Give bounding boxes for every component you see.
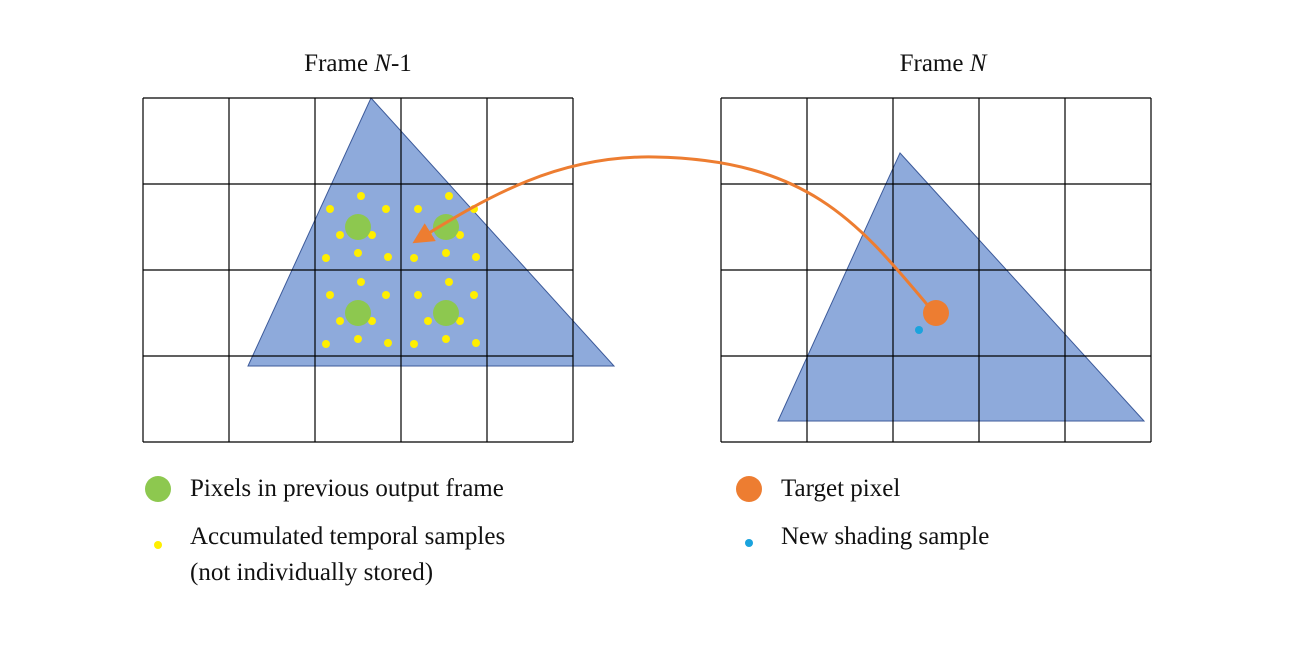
reprojection-arrow [412, 155, 932, 309]
right-title-var: N [969, 50, 987, 77]
temporal-sample [384, 339, 392, 347]
temporal-sample [384, 253, 392, 261]
legend-new-shading-sample: New shading sample [781, 523, 990, 550]
left-frame-panel [142, 97, 616, 443]
legend-pixels-previous: Pixels in previous output frame [190, 475, 504, 502]
legend-accumulated-line2: (not individually stored) [190, 559, 434, 586]
temporal-sample [326, 291, 334, 299]
right-frame-title: Frame N [813, 50, 1073, 78]
temporal-sample [472, 339, 480, 347]
legend-shading-sample-icon [745, 539, 753, 547]
temporal-sample [336, 317, 344, 325]
temporal-sample [445, 278, 453, 286]
temporal-sample [410, 254, 418, 262]
previous-pixels [345, 214, 459, 326]
right-title-prefix: Frame [899, 50, 970, 77]
temporal-sample [368, 317, 376, 325]
right-frame-panel [720, 97, 1152, 443]
accumulated-samples [322, 192, 480, 348]
legend-green-pixel-icon [145, 476, 171, 502]
left-title-suffix: -1 [390, 50, 412, 77]
temporal-sample [322, 340, 330, 348]
previous-pixel [433, 300, 459, 326]
right-triangle [777, 152, 1146, 422]
temporal-sample [382, 205, 390, 213]
left-title-prefix: Frame [304, 50, 375, 77]
temporal-sample [354, 249, 362, 257]
temporal-sample [368, 231, 376, 239]
new-shading-sample [915, 326, 923, 334]
temporal-sample [382, 291, 390, 299]
temporal-sample [424, 317, 432, 325]
legend-target-pixel-icon [736, 476, 762, 502]
temporal-sample [414, 291, 422, 299]
temporal-sample [326, 205, 334, 213]
temporal-sample [410, 340, 418, 348]
temporal-sample [357, 192, 365, 200]
legend-target-pixel: Target pixel [781, 475, 901, 502]
previous-pixel [345, 214, 371, 240]
temporal-sample [470, 291, 478, 299]
temporal-sample [336, 231, 344, 239]
temporal-sample [472, 253, 480, 261]
temporal-sample [456, 231, 464, 239]
previous-pixel [345, 300, 371, 326]
left-frame-title: Frame N-1 [228, 50, 488, 78]
temporal-sample [456, 317, 464, 325]
left-grid [142, 97, 574, 443]
temporal-sample [442, 249, 450, 257]
temporal-sample [322, 254, 330, 262]
legend-yellow-sample-icon [154, 541, 162, 549]
temporal-sample [354, 335, 362, 343]
temporal-sample [357, 278, 365, 286]
legend-accumulated-line1: Accumulated temporal samples [190, 523, 506, 550]
temporal-sample [414, 205, 422, 213]
temporal-sample [445, 192, 453, 200]
left-title-var: N [374, 50, 391, 77]
temporal-sample [442, 335, 450, 343]
